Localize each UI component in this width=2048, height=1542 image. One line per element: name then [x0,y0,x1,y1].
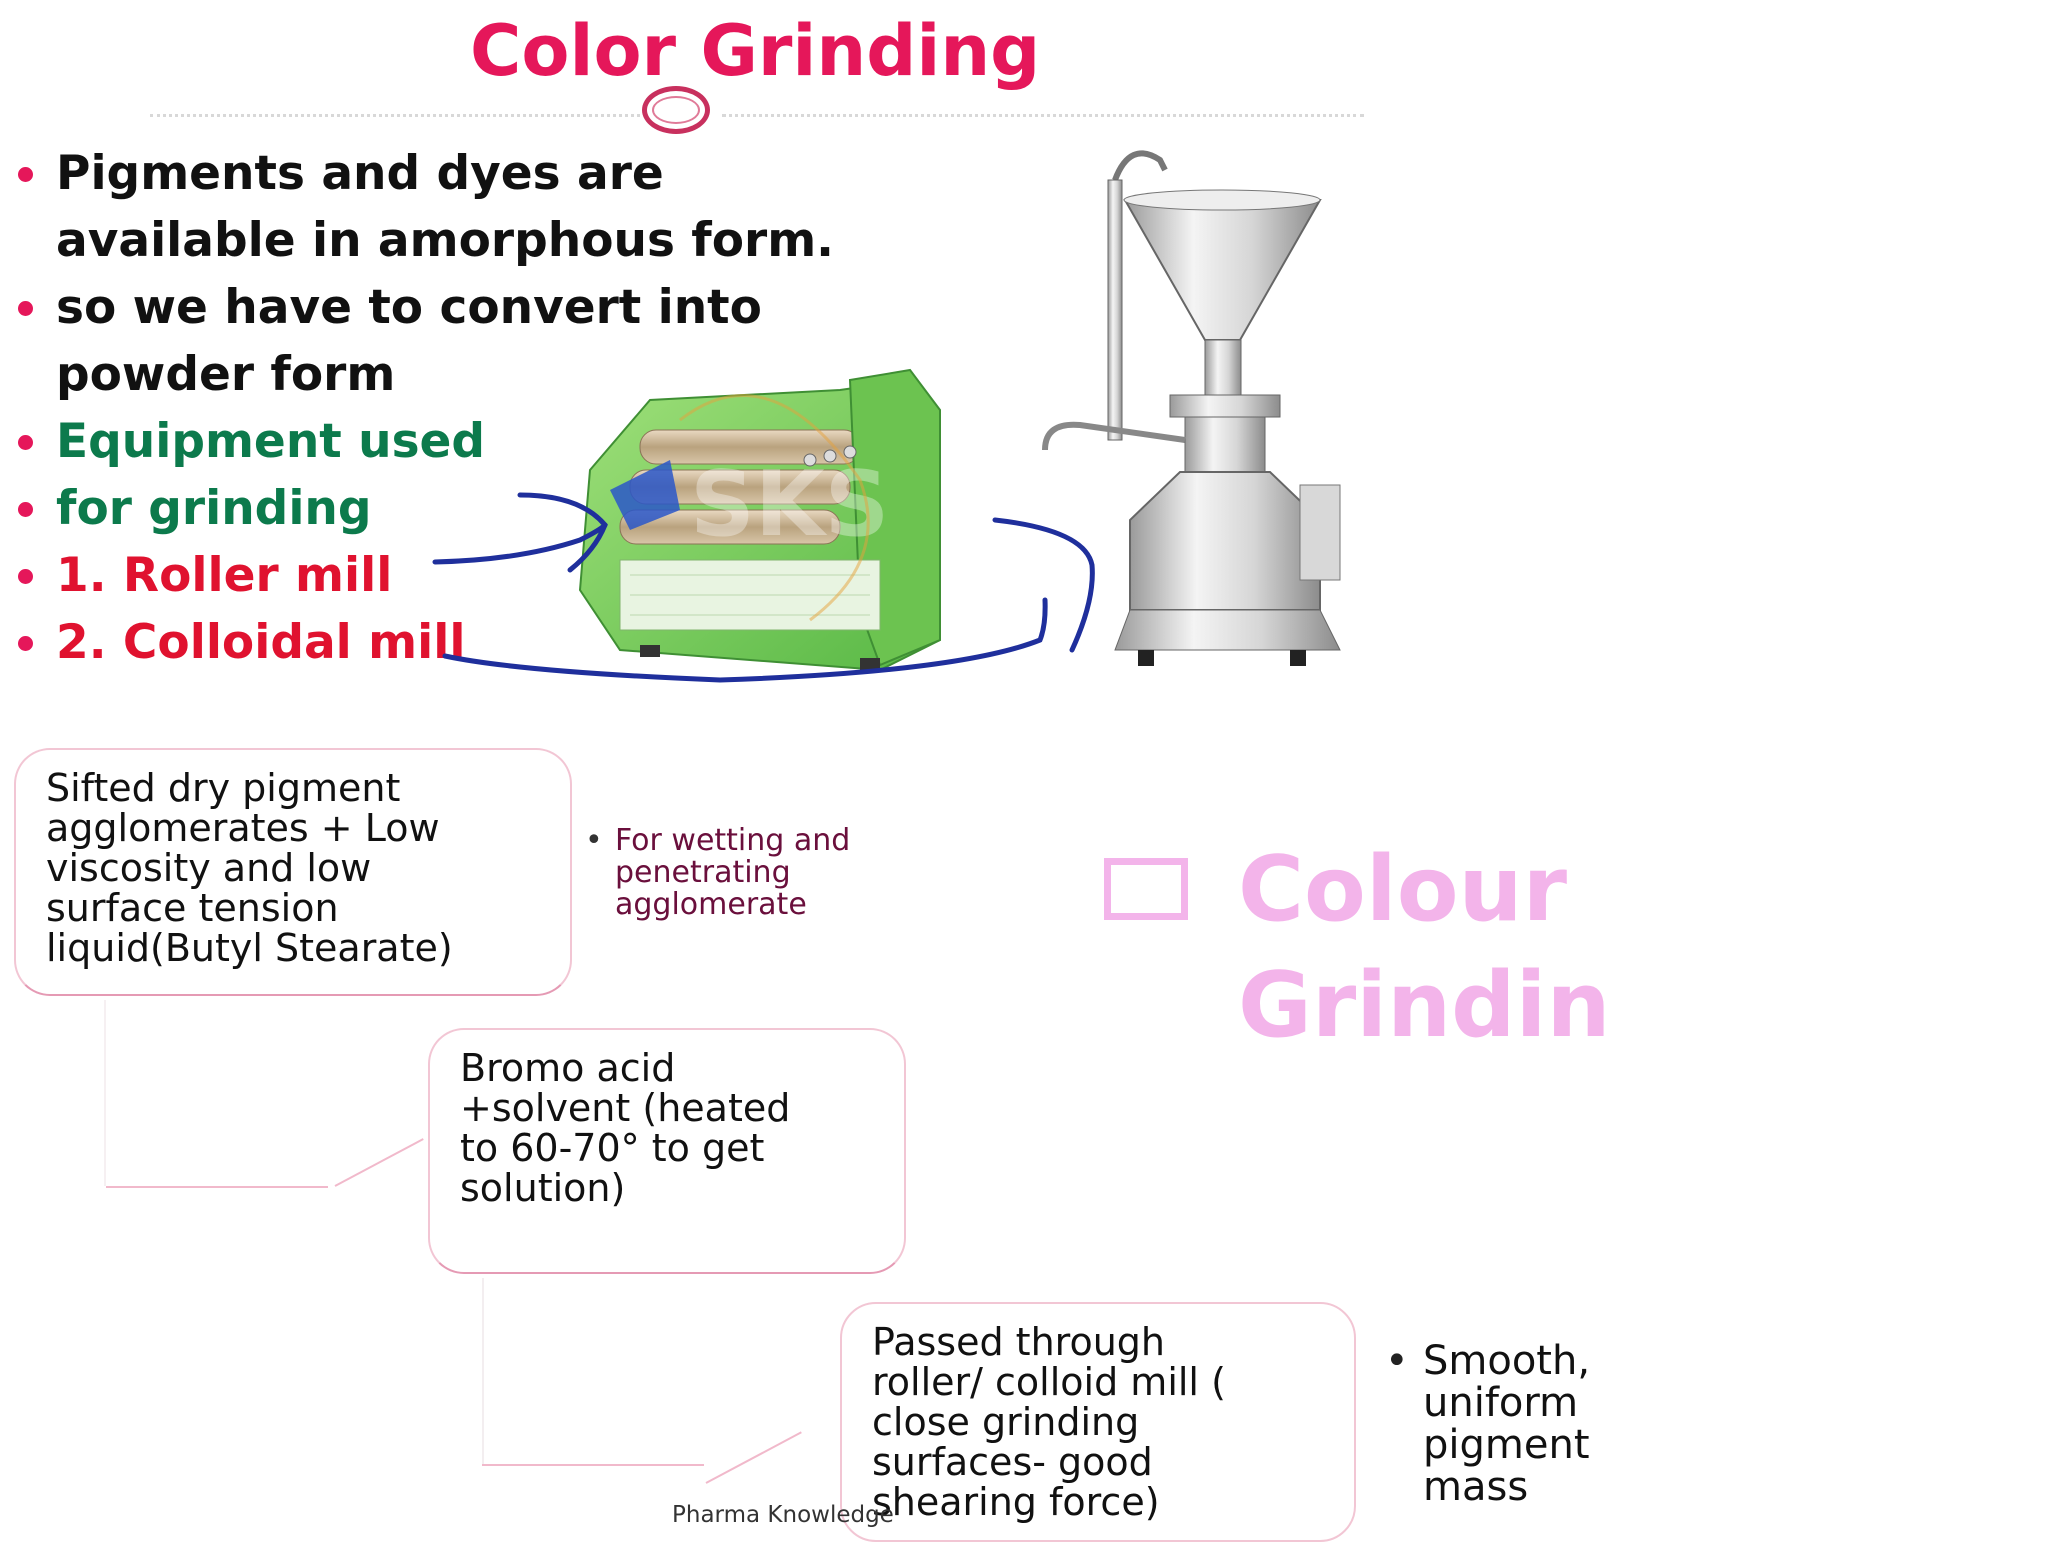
box-line: Bromo acid [460,1046,676,1090]
box-line: surfaces- good [872,1440,1153,1484]
bullet-text: 1. Roller mill [56,548,393,603]
box-line: Sifted dry pigment [46,766,401,810]
box-line: roller/ colloid mill ( [872,1360,1226,1404]
flow-connector [106,1186,328,1188]
bullet-text: Equipment used [56,414,486,469]
note-line: Smooth, [1423,1338,1591,1384]
bullet-text: Pigments and dyes are [56,146,664,201]
image-watermark: SKS [690,452,889,557]
flow-step-1-note: For wetting and penetrating agglomerate [585,825,955,921]
bullet-continuation: available in amorphous form. [12,207,834,274]
checkbox-square-icon [1104,858,1188,920]
bullet-item: 1. Roller mill [12,542,792,609]
bullet-text: 2. Colloidal mill [56,615,466,670]
box-line: surface tension [46,886,339,930]
note-line: penetrating [615,855,791,890]
flow-step-3-box: Passed through roller/ colloid mill ( cl… [840,1302,1356,1542]
title-divider-left [150,114,640,117]
note-line: uniform [1423,1380,1579,1426]
flow-connector-faint [104,1000,106,1186]
flow-step-1-box: Sifted dry pigment agglomerates + Low vi… [14,748,572,996]
overlay-heading: Colour Grindin [1238,832,1611,1064]
box-line: Passed through [872,1320,1165,1364]
box-line: liquid(Butyl Stearate) [46,926,453,970]
flow-step-2-box: Bromo acid +solvent (heated to 60-70° to… [428,1028,906,1274]
flow-connector-faint [482,1278,484,1464]
bullet-item: Equipment used [12,408,792,475]
bullet-item: 2. Colloidal mill [12,609,792,676]
divider-ring-ornament [642,86,710,134]
box-line: agglomerates + Low [46,806,440,850]
note-line: pigment [1423,1422,1590,1468]
colloid-mill-image [1042,150,1341,666]
overlay-heading-line: Colour [1238,837,1568,942]
title-divider-right [722,114,1364,117]
bullet-text: so we have to convert into [56,280,762,335]
box-line: +solvent (heated [460,1086,791,1130]
bullet-continuation: powder form [12,341,792,408]
box-line: viscosity and low [46,846,372,890]
box-line: close grinding [872,1400,1140,1444]
bullet-text: available in amorphous form. [56,213,835,268]
bullet-text: for grinding [56,481,372,536]
box-line: to 60-70° to get [460,1126,765,1170]
note-line: For wetting and [615,823,851,858]
flow-step-3-note: Smooth, uniform pigment mass [1385,1340,1723,1508]
bullet-text: powder form [56,347,396,402]
note-line: agglomerate [615,887,807,922]
note-line: mass [1423,1464,1529,1510]
box-line: shearing force) [872,1480,1160,1524]
box-line: solution) [460,1166,626,1210]
roller-mill-image: SKS [578,368,941,672]
flow-connector [482,1464,704,1466]
bullet-list: Pigments and dyes are available in amorp… [12,140,834,676]
footer-credit: Pharma Knowledge [672,1502,894,1528]
slide-title: Color Grinding [470,10,1041,92]
bullet-item: Pigments and dyes are [12,140,792,207]
bullet-item: for grinding [12,475,792,542]
overlay-heading-line: Grindin [1238,953,1611,1058]
bullet-item: so we have to convert into [12,274,792,341]
